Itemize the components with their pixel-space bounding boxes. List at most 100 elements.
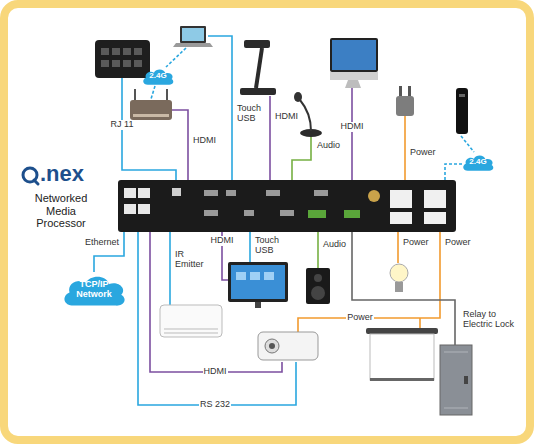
signal-label: HDMI (192, 136, 217, 146)
electric-lock-door (440, 345, 472, 415)
electric-lock-door (444, 408, 468, 409)
rj11-port (172, 188, 181, 196)
signal-label: Power (346, 313, 374, 323)
usb-port (244, 210, 254, 216)
wire (352, 232, 455, 345)
signal-label: Touch USB (236, 104, 268, 124)
loudspeaker (314, 274, 322, 282)
coax-port (368, 190, 380, 202)
touch-panel (112, 60, 120, 67)
wireless-receiver (133, 114, 169, 117)
power-plug (399, 86, 402, 96)
light-bulb (390, 264, 408, 282)
laptop (182, 28, 204, 41)
wire (351, 88, 353, 180)
projection-screen (370, 378, 434, 381)
laptop (173, 43, 213, 47)
signal-label: Touch USB (254, 236, 286, 256)
touch-panel (101, 60, 109, 67)
projector (269, 343, 275, 349)
network-cloud: TCP/IP Network (60, 272, 128, 308)
cloud-label: 2.4G (149, 72, 166, 81)
page-frame (4, 4, 530, 440)
wire (249, 232, 251, 262)
power-socket (424, 212, 446, 224)
signal-label: Power (444, 238, 472, 248)
wifi-cloud: 2.4G (461, 153, 495, 172)
signal-label: Audio (316, 141, 341, 151)
brand-mark (34, 180, 38, 184)
projection-screen (366, 328, 438, 381)
cloud-label: 2.4G (469, 158, 486, 167)
wire (169, 232, 171, 305)
relay-terminal (344, 210, 360, 218)
microphone (300, 100, 311, 131)
laptop (180, 26, 206, 43)
power-socket (390, 212, 412, 224)
desktop-computer (332, 40, 376, 70)
touch-display (228, 262, 288, 308)
wire (269, 96, 271, 180)
wireless-presenter (459, 94, 465, 97)
wireless-receiver (130, 100, 172, 120)
touch-display (228, 262, 288, 302)
media-processor: .nexNetworked Media Processor (118, 180, 456, 232)
desktop-computer (330, 38, 378, 88)
air-conditioner (164, 329, 218, 330)
air-conditioner (160, 305, 222, 337)
touch-display (231, 265, 285, 299)
wire-label: Ethernet (84, 238, 120, 248)
power-plug (396, 96, 414, 116)
touch-panel (95, 40, 150, 78)
device-title: Networked Media Processor (28, 192, 94, 230)
cloud-shape (463, 155, 493, 170)
touch-panel (123, 48, 131, 55)
device-ports (118, 180, 456, 232)
wireless-receiver (134, 89, 136, 100)
wire (151, 86, 155, 99)
power-plug (396, 86, 414, 116)
signal-label: HDMI (210, 236, 235, 246)
wifi-cloud: 2.4G (141, 67, 175, 86)
projector (258, 332, 318, 360)
loudspeaker (306, 268, 330, 304)
touch-display (264, 272, 274, 280)
projector (265, 339, 279, 353)
wire (419, 318, 421, 328)
electric-lock-door (444, 352, 468, 353)
air-conditioner (164, 333, 218, 334)
wire (138, 232, 296, 405)
hdmi-port (266, 190, 280, 196)
signal-label: IR Emitter (174, 250, 210, 270)
signal-label: HDMI (203, 367, 228, 377)
signal-label: HDMI (340, 122, 365, 132)
signal-label: HDMI (274, 112, 299, 122)
hdmi-port (280, 210, 294, 216)
signal-label: Power (402, 238, 430, 248)
wireless-receiver (130, 89, 172, 120)
audio-terminal (308, 210, 326, 218)
light-bulb (395, 282, 403, 292)
loudspeaker (311, 286, 325, 300)
light-bulb (390, 264, 408, 292)
projection-screen (366, 328, 438, 334)
touch-panel (134, 48, 142, 55)
wire (166, 48, 186, 67)
touch-display (255, 302, 261, 308)
cloud-text: 2.4G (149, 72, 166, 81)
touch-panel (112, 48, 120, 55)
projection-screen (370, 334, 434, 380)
touch-display (250, 272, 260, 280)
document-camera (240, 40, 276, 95)
page-frame (4, 4, 530, 440)
electric-lock-door (440, 345, 472, 415)
touch-panel (101, 48, 109, 55)
signal-label: RS 232 (199, 400, 231, 410)
cloud-text: TCP/IP Network (71, 280, 117, 300)
touch-panel (95, 40, 150, 78)
wire (397, 232, 399, 263)
wire (172, 110, 188, 180)
wire (292, 137, 311, 180)
touch-panel (134, 60, 142, 67)
